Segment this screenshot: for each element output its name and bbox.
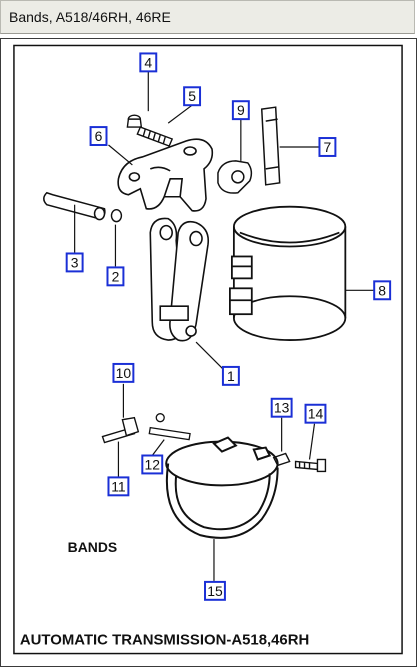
svg-text:10: 10 bbox=[116, 365, 132, 381]
callout-5: 5 bbox=[183, 86, 202, 107]
part-12-strip bbox=[148, 413, 191, 441]
window-title-bar: Bands, A518/46RH, 46RE bbox=[0, 0, 415, 34]
callout-7: 7 bbox=[318, 137, 337, 157]
part-8-band bbox=[229, 205, 347, 341]
callout-4: 4 bbox=[139, 52, 158, 73]
callout-3: 3 bbox=[65, 252, 84, 273]
svg-text:11: 11 bbox=[111, 478, 126, 494]
svg-text:13: 13 bbox=[274, 400, 290, 416]
svg-text:5: 5 bbox=[188, 88, 196, 104]
svg-text:6: 6 bbox=[95, 128, 103, 144]
svg-text:4: 4 bbox=[144, 54, 152, 70]
inner-border bbox=[13, 44, 403, 655]
svg-text:8: 8 bbox=[378, 282, 386, 298]
callout-2: 2 bbox=[106, 266, 125, 287]
section-label: BANDS bbox=[68, 539, 118, 555]
part-4-nut bbox=[126, 114, 143, 128]
figure-caption: AUTOMATIC TRANSMISSION-A518,46RH bbox=[20, 632, 309, 649]
svg-text:12: 12 bbox=[145, 456, 161, 472]
leader-lines bbox=[74, 71, 375, 581]
part-11-pin bbox=[101, 416, 140, 444]
svg-text:3: 3 bbox=[71, 254, 79, 270]
callout-9: 9 bbox=[231, 100, 250, 121]
svg-text:14: 14 bbox=[308, 406, 324, 422]
svg-text:1: 1 bbox=[227, 368, 235, 384]
part-15-band bbox=[165, 436, 279, 539]
callout-12: 12 bbox=[141, 454, 164, 475]
part-6-lever bbox=[117, 138, 214, 212]
part-7-strut bbox=[260, 106, 281, 186]
svg-text:7: 7 bbox=[324, 139, 332, 155]
callout-10: 10 bbox=[112, 362, 135, 383]
callout-8: 8 bbox=[373, 280, 392, 301]
callout-1: 1 bbox=[221, 365, 240, 386]
part-5-adjusting-screw bbox=[136, 126, 174, 147]
part-1-link bbox=[149, 217, 210, 342]
callout-14: 14 bbox=[304, 403, 327, 424]
callout-15: 15 bbox=[204, 580, 226, 601]
callout-6: 6 bbox=[89, 126, 108, 146]
callout-13: 13 bbox=[270, 397, 293, 418]
part-14-bolt bbox=[294, 458, 327, 473]
part-2-ring bbox=[110, 208, 123, 223]
svg-text:9: 9 bbox=[237, 102, 245, 118]
window-title: Bands, A518/46RH, 46RE bbox=[9, 9, 171, 25]
parts-diagram: 4 5 6 9 7 3 2 8 bbox=[13, 44, 403, 655]
callout-11: 11 bbox=[107, 476, 130, 497]
parts-diagram-frame: 4 5 6 9 7 3 2 8 bbox=[0, 38, 417, 667]
svg-text:2: 2 bbox=[112, 268, 120, 284]
svg-text:15: 15 bbox=[207, 583, 223, 599]
part-9-clip bbox=[217, 160, 253, 194]
